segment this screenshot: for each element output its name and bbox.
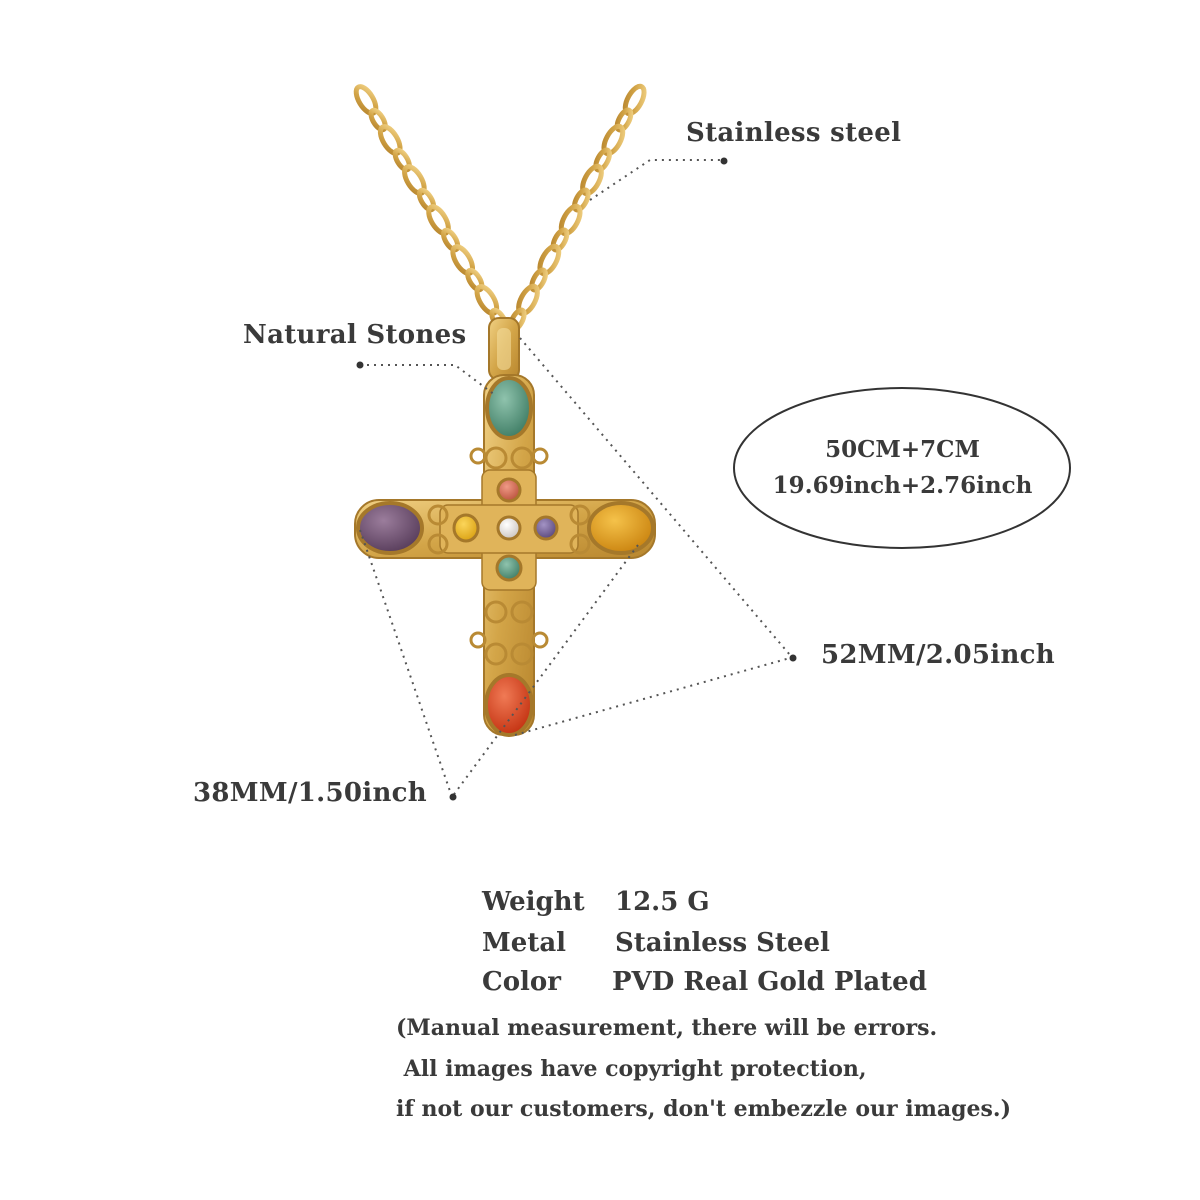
chain-link xyxy=(529,267,548,293)
chain-left-strand xyxy=(353,84,509,333)
disclaimer-line-1: (Manual measurement, there will be error… xyxy=(396,1015,938,1041)
chain-link xyxy=(392,147,412,173)
chain-link xyxy=(441,227,461,253)
chain xyxy=(353,83,647,333)
chain-link xyxy=(368,107,388,133)
stone-green-small xyxy=(495,554,523,582)
chain-link xyxy=(580,163,604,197)
chain-link xyxy=(558,203,583,237)
disclaimer-line-3: if not our customers, don't embezzle our… xyxy=(396,1096,1011,1122)
spec-key-color: Color xyxy=(482,967,561,997)
chain-link xyxy=(614,107,634,133)
spec-value-weight: 12.5 G xyxy=(615,887,710,917)
chain-link xyxy=(593,147,612,173)
chain-link xyxy=(416,187,437,213)
chain-link xyxy=(465,267,485,293)
leader-chain xyxy=(589,159,724,201)
chain-link xyxy=(516,283,540,317)
chain-length-ellipse xyxy=(733,387,1071,549)
chain-length-inch: 19.69inch+2.76inch xyxy=(772,472,1033,499)
stone-coral-small xyxy=(496,477,522,503)
leader-lines xyxy=(359,159,791,798)
leader-stones xyxy=(360,364,496,396)
chain-link xyxy=(426,204,451,236)
pendant-width-label: 38MM/1.50inch xyxy=(193,778,427,808)
chain-link xyxy=(353,84,379,116)
leader-width-right xyxy=(451,544,639,798)
spec-key-weight: Weight xyxy=(482,887,585,917)
chain-link xyxy=(622,83,647,117)
stone-amber-right xyxy=(587,501,655,555)
stone-yellow-small xyxy=(452,513,480,543)
cross-pendant xyxy=(354,374,656,737)
spec-value-color: PVD Real Gold Plated xyxy=(612,967,927,997)
leader-dots xyxy=(356,157,797,801)
spec-key-metal: Metal xyxy=(482,928,567,958)
stone-red-bottom xyxy=(484,673,534,737)
chain-link xyxy=(402,164,427,196)
chain-link xyxy=(550,227,570,253)
disclaimer-line-2: All images have copyright protection, xyxy=(396,1056,867,1082)
stone-pearl-center xyxy=(496,515,522,541)
stone-violet-small xyxy=(533,515,559,541)
spec-value-metal: Stainless Steel xyxy=(615,928,830,958)
chain-link xyxy=(377,124,403,156)
chain-material-label: Stainless steel xyxy=(686,118,902,148)
stone-purple-left xyxy=(356,501,424,555)
chain-link xyxy=(601,123,626,157)
chain-length-cm: 50CM+7CM xyxy=(825,436,980,463)
stone-green-top xyxy=(485,376,533,440)
chain-link xyxy=(450,244,476,276)
stones-label: Natural Stones xyxy=(243,320,467,350)
pendant-height-label: 52MM/2.05inch xyxy=(821,640,1055,670)
leader-height-bottom xyxy=(514,657,791,736)
filigree-loops xyxy=(427,446,591,666)
leader-width-left xyxy=(359,529,453,798)
chain-link xyxy=(537,243,562,277)
chain-link xyxy=(474,284,500,316)
chain-link xyxy=(572,187,591,213)
chain-right-strand xyxy=(508,83,647,333)
